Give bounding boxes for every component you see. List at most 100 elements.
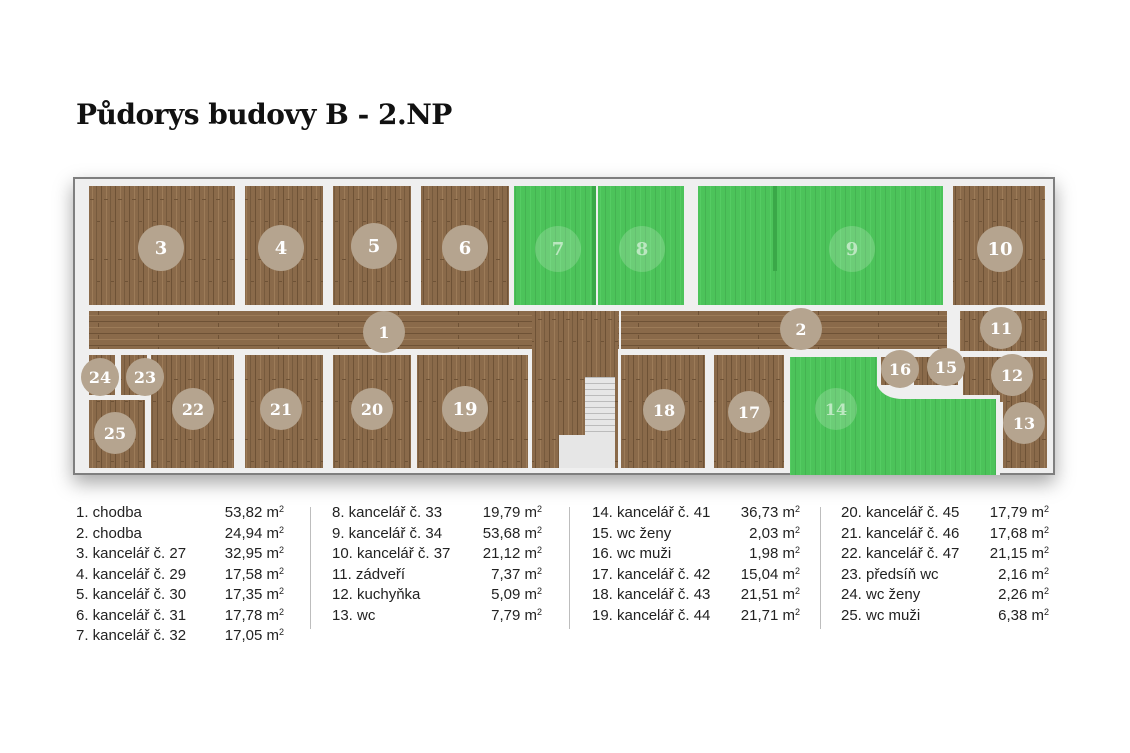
room-marker-8 [619,226,665,272]
legend-unit-superscript: 2 [794,565,800,576]
room-14-wall [790,353,1000,475]
room-marker-label-16: 16 [889,360,911,379]
room-marker-label-8: 8 [636,239,649,260]
legend-unit-superscript: 2 [278,545,284,555]
room-marker-label-22: 22 [182,400,204,419]
legend-unit-superscript: 2 [1043,606,1049,617]
room-marker-18 [643,389,685,431]
legend-unit-superscript: 2 [278,606,284,617]
legend-room-area: 17,58 m2 [225,565,284,586]
legend-room-area-value: 19,79 m [482,504,537,521]
stair-step [585,377,615,378]
partition-7-8 [592,186,596,305]
legend-divider [820,507,821,629]
legend-unit-superscript: 2 [1043,565,1049,576]
legend-room-area: 53,82 m2 [225,503,284,524]
legend-unit-superscript: 2 [278,504,284,514]
legend-room-name: 9. kancelář č. 34 [332,524,443,542]
legend-row: 19. kancelář č. 44 21,71 m2 [592,606,800,627]
room-marker-3 [138,225,184,271]
legend-room-area: 32,95 m2 [225,544,284,565]
legend-unit-superscript: 2 [278,586,284,596]
room-marker-25 [94,412,136,454]
legend-room-area-value: 21,12 m [482,545,537,562]
legend-room-area: 17,05 m2 [225,626,284,647]
room-14-floor [790,355,998,475]
legend-room-area: 2,16 m2 [998,565,1049,586]
room-marker-15 [927,348,965,386]
room-marker-label-19: 19 [452,399,477,420]
room-marker-21 [260,388,302,430]
legend-room-area-value: 5,09 m [491,586,537,603]
room-marker-22 [172,388,214,430]
legend-room-area: 19,79 m2 [483,503,542,524]
legend-room-name: 21. kancelář č. 46 [841,524,960,542]
room-marker-label-12: 12 [1001,366,1023,385]
legend-room-name: 17. kancelář č. 42 [592,565,711,583]
room-marker-7 [535,226,581,272]
legend-row: 7. kancelář č. 32 17,05 m2 [76,626,284,647]
room-marker-label-5: 5 [368,236,381,257]
legend-unit-superscript: 2 [536,545,542,555]
stair-step [585,395,615,396]
legend-room-area: 36,73 m2 [741,503,800,524]
legend-unit-superscript: 2 [794,545,800,555]
legend-room-name: 19. kancelář č. 44 [592,606,711,624]
legend-room-area-value: 32,95 m [224,545,279,562]
room-marker-label-18: 18 [653,401,675,420]
legend-unit-superscript: 2 [1043,504,1049,514]
legend-room-area-value: 21,71 m [740,606,795,624]
room-marker-label-10: 10 [987,239,1012,260]
room-9-floor [698,186,943,305]
legend-row: 1. chodba 53,82 m2 [76,503,284,524]
legend-room-name: 7. kancelář č. 32 [76,627,187,644]
legend-room-name: 20. kancelář č. 45 [841,504,960,521]
legend-room-area: 21,71 m2 [741,606,800,627]
legend-room-area-value: 21,15 m [989,545,1044,562]
legend-room-area-value: 17,68 m [989,524,1044,542]
room-marker-6 [442,225,488,271]
stair-step [585,425,615,426]
page-title: Půdorys budovy B - 2.NP [76,98,452,131]
partition-9 [773,186,777,271]
room-marker-17 [728,391,770,433]
legend-row: 21. kancelář č. 46 17,68 m2 [841,524,1049,545]
legend-unit-superscript: 2 [794,524,800,535]
room-marker-label-7: 7 [552,239,565,260]
room-marker-label-15: 15 [935,358,957,377]
room-8-floor [598,186,684,305]
legend-unit-superscript: 2 [536,606,542,617]
legend-unit-superscript: 2 [794,606,800,617]
room-marker-label-14: 14 [825,400,847,419]
legend-room-area: 17,35 m2 [225,585,284,606]
legend-unit-superscript: 2 [1043,524,1049,535]
room-marker-label-6: 6 [459,238,472,259]
legend-room-area: 21,15 m2 [990,544,1049,565]
legend-unit-superscript: 2 [794,504,800,514]
room-marker-label-2: 2 [795,320,806,339]
legend-room-area-value: 17,05 m [224,627,279,644]
room-marker-label-11: 11 [990,319,1012,338]
stair-step [585,419,615,420]
legend-room-name: 13. wc [332,606,376,624]
room-marker-label-3: 3 [155,238,168,259]
room-marker-20 [351,388,393,430]
room-marker-24 [81,358,119,396]
room-marker-5 [351,223,397,269]
legend-room-name: 1. chodba [76,504,142,521]
